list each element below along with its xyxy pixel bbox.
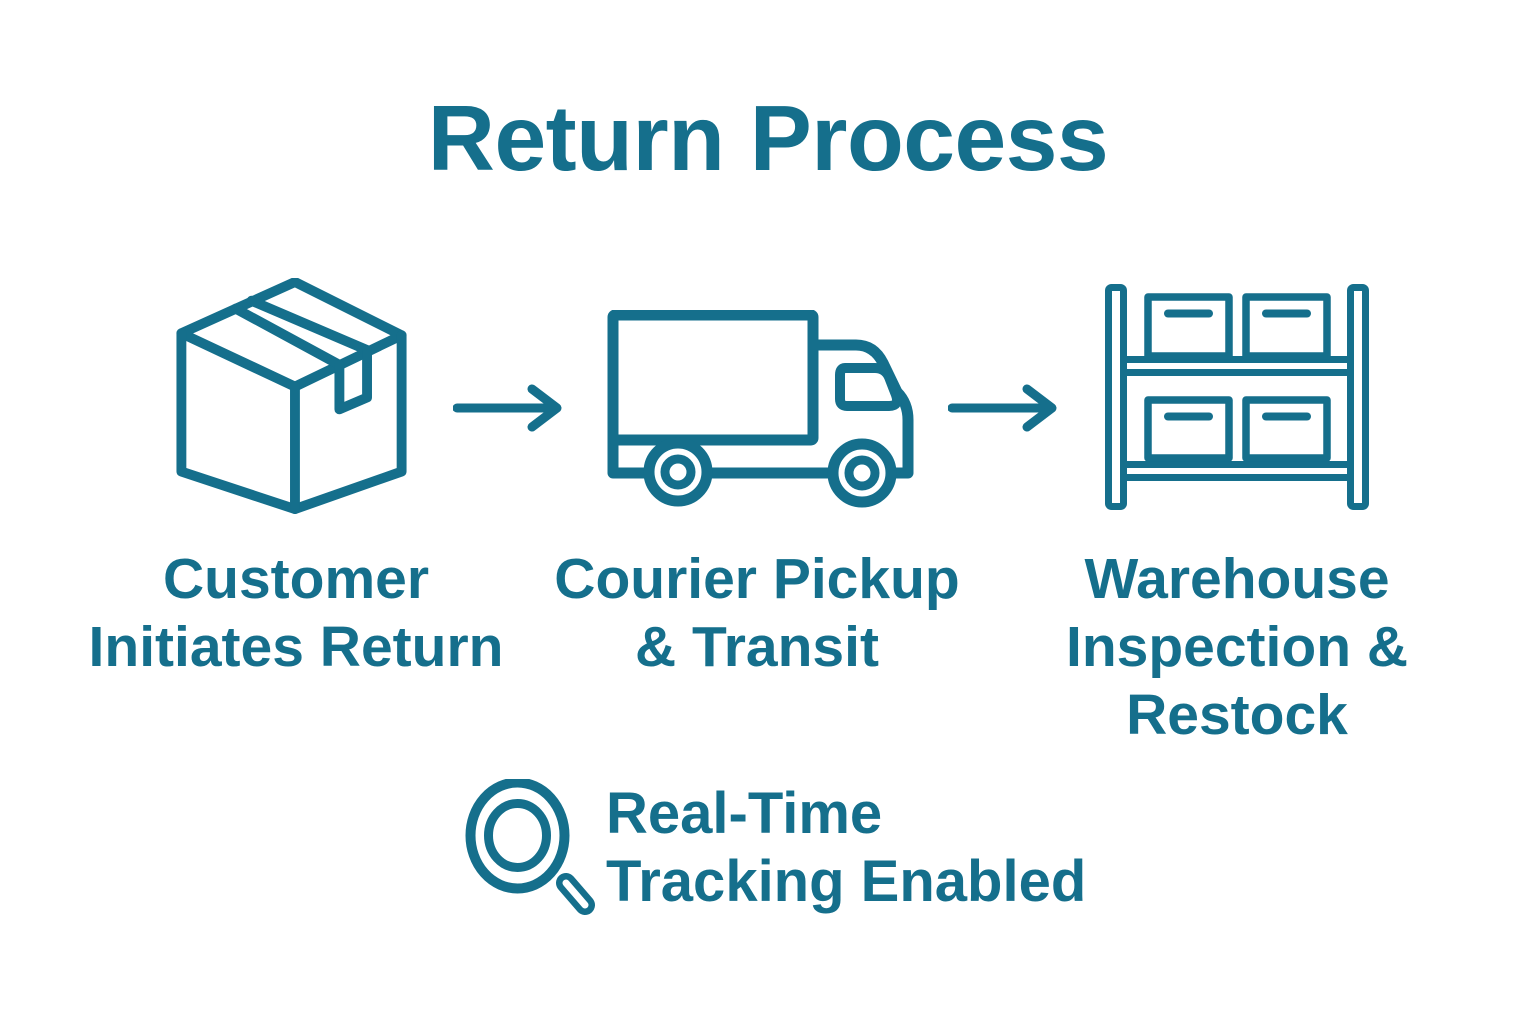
step-label-line: Customer [162,547,430,611]
footer-tracking-note: Real-Time Tracking Enabled [606,780,1086,916]
footer-note-line: Real-Time [606,781,883,846]
step-label-customer-initiates-return: Customer Initiates Return [46,545,546,681]
delivery-truck-icon [604,310,916,510]
step-label-warehouse-inspection-restock: Warehouse Inspection & Restock [987,545,1487,749]
magnifier-icon [463,779,598,919]
package-box-icon [172,278,412,515]
arrow-right-icon [453,384,565,432]
step-label-line: Inspection & [1065,615,1409,679]
step-label-line: Warehouse [1084,547,1390,611]
step-label-line: & Transit [635,615,879,679]
step-label-courier-pickup-transit: Courier Pickup & Transit [507,545,1007,681]
footer-note-line: Tracking Enabled [606,849,1087,914]
page-title: Return Process [427,86,1109,190]
step-label-line: Courier Pickup [554,547,960,611]
warehouse-shelf-icon [1102,282,1372,514]
step-label-line: Restock [1126,683,1348,747]
arrow-right-icon [948,384,1060,432]
step-label-line: Initiates Return [88,615,504,679]
